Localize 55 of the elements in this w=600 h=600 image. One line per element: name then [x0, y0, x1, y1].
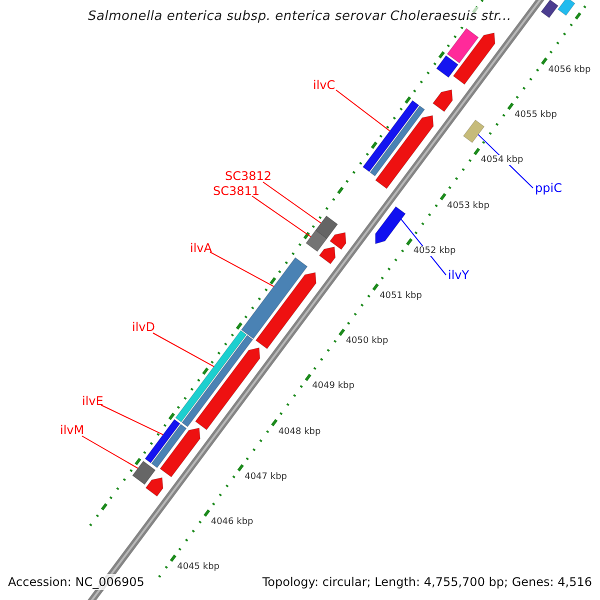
leader-line [252, 196, 312, 238]
gene-bar [182, 334, 254, 428]
leader-line [262, 182, 322, 224]
gene-label: ilvC [313, 78, 336, 92]
leader-line [82, 436, 138, 469]
gene-label: ilvE [82, 394, 104, 408]
scale-label: 4048 kbp [278, 426, 321, 437]
scale-label: 4047 kbp [244, 472, 287, 482]
gene-feature [145, 477, 164, 497]
gene-label: ilvY [448, 268, 470, 282]
gene-label: SC3811 [213, 184, 260, 198]
scale-label: 4056 kbp [548, 65, 591, 76]
gene-feature [452, 32, 496, 85]
gene-label: ppiC [535, 181, 562, 195]
gene-bar [540, 0, 559, 18]
gene-bar [306, 230, 328, 252]
gene-feature [255, 272, 316, 350]
gene-bar [446, 28, 479, 64]
gene-bar [151, 424, 187, 468]
scale-label: 4053 kbp [447, 200, 490, 211]
scale-label: 4051 kbp [380, 291, 422, 302]
gene-feature [375, 206, 406, 244]
scale-label: 4050 kbp [346, 336, 388, 346]
genome-stats-text: Topology: circular; Length: 4,755,700 bp; Genes: 4,516 [262, 574, 592, 590]
gene-feature [194, 347, 260, 430]
gene-box [462, 120, 485, 144]
scale-label: 4054 kbp [480, 155, 524, 166]
accession-text: Accession: NC_006905 [8, 574, 144, 590]
gene-bar [557, 0, 576, 16]
gene-bar [132, 460, 156, 485]
gene-label: ilvA [190, 241, 212, 255]
leader-line [100, 404, 164, 436]
leader-line [152, 332, 214, 368]
scale-label: 4046 kbp [210, 517, 254, 528]
scale-label: 4045 kbp [177, 562, 220, 572]
leader-line [336, 90, 390, 132]
gene-bar [436, 55, 459, 78]
leader-line [210, 252, 274, 287]
gene-bar [240, 257, 308, 340]
gene-label: ilvD [132, 320, 156, 334]
gene-bar [315, 215, 338, 240]
gene-feature [330, 232, 346, 250]
gene-feature [160, 428, 200, 478]
gene-label: ilvM [60, 423, 84, 437]
scale-label: 4052 kbp [413, 246, 456, 256]
gene-feature [432, 89, 453, 112]
scale-label: 4049 kbp [312, 381, 354, 392]
gene-bar [144, 418, 180, 464]
gene-bar [362, 100, 420, 172]
gene-feature [375, 115, 434, 190]
gene-bar [370, 105, 426, 176]
gene-label: SC3812 [225, 169, 272, 183]
scale-label: 4055 kbp [514, 110, 557, 120]
gene-feature [318, 246, 336, 264]
gene-bar [175, 330, 247, 422]
